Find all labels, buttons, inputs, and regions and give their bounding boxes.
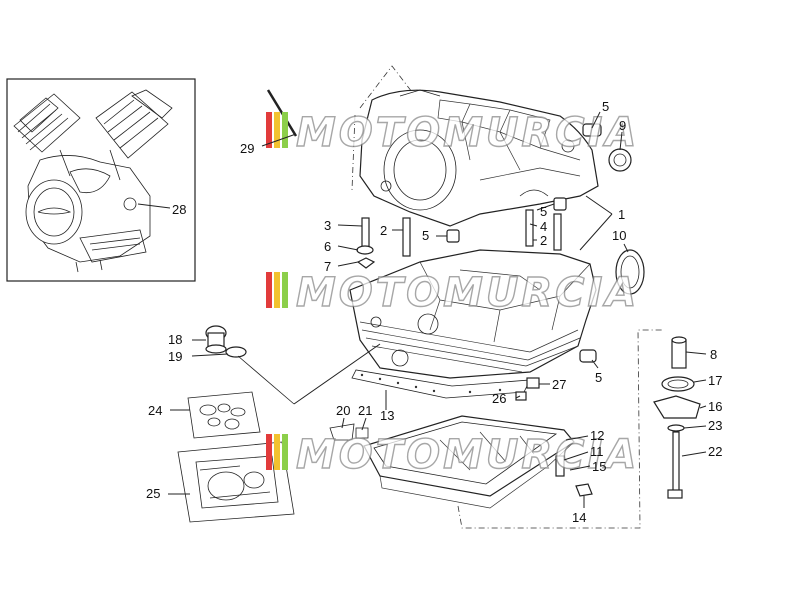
oil-pump-parts bbox=[653, 336, 701, 499]
studs bbox=[266, 89, 562, 269]
callout-6: 6 bbox=[324, 239, 331, 254]
watermark-row-1: MOTOMURCIA bbox=[266, 109, 639, 157]
callout-15: 15 bbox=[592, 459, 606, 474]
callout-20: 20 bbox=[336, 403, 350, 418]
callout-25: 25 bbox=[146, 486, 160, 501]
callout-1: 1 bbox=[618, 207, 625, 222]
callout-8: 8 bbox=[710, 347, 717, 362]
callout-21: 21 bbox=[358, 403, 372, 418]
callout-19: 19 bbox=[168, 349, 182, 364]
callout-labels: 29 28 5 9 3 2 6 7 5 5 1 4 2 10 18 19 8 1… bbox=[146, 99, 722, 525]
callout-23: 23 bbox=[708, 418, 722, 433]
crankcase-upper bbox=[351, 65, 632, 227]
callout-5: 5 bbox=[422, 228, 429, 243]
callout-18: 18 bbox=[168, 332, 182, 347]
callout-12: 12 bbox=[590, 428, 604, 443]
watermark-text: MOTOMURCIA bbox=[296, 270, 639, 316]
callout-3: 3 bbox=[324, 218, 331, 233]
callout-14: 14 bbox=[572, 510, 586, 525]
callout-5: 5 bbox=[595, 370, 602, 385]
watermark-row-2: MOTOMURCIA bbox=[266, 269, 639, 317]
callout-29: 29 bbox=[240, 141, 254, 156]
engine-inset bbox=[6, 78, 196, 282]
callout-27: 27 bbox=[552, 377, 566, 392]
callout-26: 26 bbox=[492, 391, 506, 406]
leader-lines bbox=[137, 111, 707, 508]
watermark: MOTOMURCIA MOTOMURCIA MOTOMURCIA bbox=[266, 109, 639, 479]
callout-28: 28 bbox=[172, 202, 186, 217]
oil-filler bbox=[205, 325, 381, 405]
callout-7: 7 bbox=[324, 259, 331, 274]
callout-4: 4 bbox=[540, 219, 547, 234]
small-parts bbox=[515, 377, 540, 401]
callout-5: 5 bbox=[602, 99, 609, 114]
watermark-row-3: MOTOMURCIA bbox=[266, 431, 639, 479]
callout-9: 9 bbox=[619, 118, 626, 133]
callout-2: 2 bbox=[540, 233, 547, 248]
watermark-text: MOTOMURCIA bbox=[296, 432, 639, 478]
callout-2: 2 bbox=[380, 223, 387, 238]
oil-sump bbox=[329, 329, 662, 529]
crankcase-lower bbox=[349, 197, 645, 399]
callout-24: 24 bbox=[148, 403, 162, 418]
callout-16: 16 bbox=[708, 399, 722, 414]
callout-17: 17 bbox=[708, 373, 722, 388]
callout-5: 5 bbox=[540, 204, 547, 219]
gasket-kits bbox=[177, 391, 295, 523]
callout-10: 10 bbox=[612, 228, 626, 243]
callout-11: 11 bbox=[590, 444, 604, 459]
callout-22: 22 bbox=[708, 444, 722, 459]
watermark-text: MOTOMURCIA bbox=[296, 110, 639, 156]
callout-13: 13 bbox=[380, 408, 394, 423]
